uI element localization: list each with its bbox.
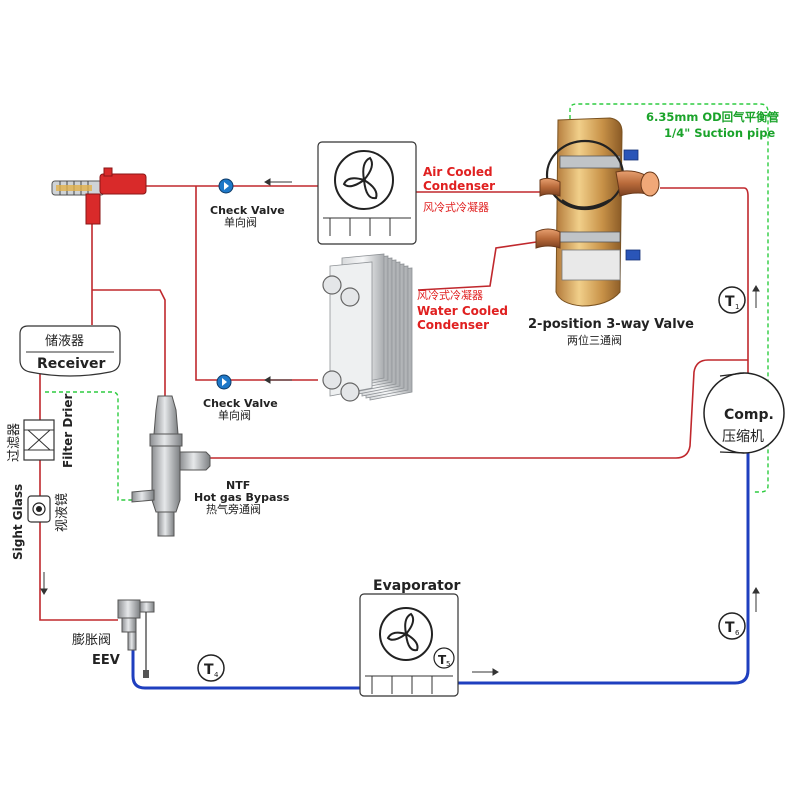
suction-lines bbox=[131, 450, 750, 690]
eev-valve bbox=[117, 599, 155, 678]
check-valve-bottom bbox=[216, 374, 232, 390]
suction-balance-pipe-left bbox=[45, 391, 135, 501]
pipe-discharge bbox=[660, 187, 749, 375]
pipe-ntf-bypass bbox=[208, 359, 748, 459]
temp-sensor-t5: T 5 bbox=[433, 647, 455, 669]
three-way-valve-label-cn: 两位三通阀 bbox=[567, 333, 622, 347]
arrow-down-left-head bbox=[40, 588, 48, 595]
suction-pipe-label-cn: 6.35mm OD回气平衡管 bbox=[646, 110, 780, 124]
check-valve-top bbox=[218, 178, 234, 194]
eev-label-en: EEV bbox=[92, 653, 120, 668]
pipe-valve-to-water-condenser bbox=[417, 239, 551, 291]
evaporator-fan-icon bbox=[379, 607, 433, 661]
evaporator-label: Evaporator bbox=[373, 578, 460, 594]
arrow-mid-head bbox=[264, 376, 271, 384]
receiver-label-cn: 储液器 bbox=[45, 334, 84, 349]
water-cooled-condenser bbox=[322, 253, 413, 402]
svg-text:T: T bbox=[204, 662, 214, 678]
arrow-up-right-low-head bbox=[752, 587, 760, 594]
suction-pipe-label-en: 1/4" Suction pipe bbox=[664, 126, 775, 140]
sight-glass-label-cn: 视液镜 bbox=[55, 493, 70, 532]
arrow-up-right-high-head bbox=[752, 285, 760, 292]
fan-icon bbox=[334, 150, 394, 210]
ntf-label-cn: 热气旁通阀 bbox=[206, 502, 261, 516]
water-condenser-ports bbox=[322, 275, 360, 402]
receiver bbox=[19, 325, 121, 377]
water-condenser-label-cn: 风冷式冷凝器 bbox=[417, 288, 483, 302]
pressure-header bbox=[51, 167, 147, 225]
three-way-valve-label-en: 2-position 3-way Valve bbox=[528, 317, 694, 332]
pipe-to-ntf bbox=[92, 289, 166, 396]
ntf-label-1: NTF bbox=[226, 479, 250, 492]
balance-lines bbox=[45, 103, 769, 501]
water-condenser-label-en-2: Condenser bbox=[417, 318, 489, 332]
svg-text:T: T bbox=[725, 294, 735, 310]
receiver-label-en: Receiver bbox=[37, 356, 105, 372]
svg-text:T: T bbox=[438, 653, 447, 667]
filter-label-cn: 过滤器 bbox=[7, 423, 22, 462]
temp-sensor-t4: T 4 bbox=[197, 654, 225, 682]
arrow-top-head bbox=[264, 178, 271, 186]
svg-text:4: 4 bbox=[214, 671, 219, 679]
compressor bbox=[703, 372, 785, 454]
air-condenser-fins bbox=[329, 218, 391, 236]
air-condenser-label-cn: 风冷式冷凝器 bbox=[423, 200, 489, 214]
pipe-receiver-to-eev bbox=[39, 370, 118, 621]
temp-sensor-t6: T 6 bbox=[718, 612, 746, 640]
valve-nameplate bbox=[561, 249, 621, 281]
pipe-evaporator-to-compressor bbox=[456, 450, 750, 685]
check-valve-top-label-en: Check Valve bbox=[210, 204, 285, 217]
arrow-evap-out-head bbox=[492, 668, 499, 676]
sight-glass bbox=[27, 495, 51, 523]
temp-sensor-t1: T 1 bbox=[718, 286, 746, 314]
air-cooled-condenser bbox=[317, 141, 417, 245]
svg-text:T: T bbox=[725, 620, 735, 636]
filter-drier bbox=[23, 419, 55, 461]
ntf-bypass-valve bbox=[131, 395, 211, 537]
check-valve-top-label-cn: 单向阀 bbox=[224, 215, 257, 229]
pipe-eev-to-evaporator bbox=[131, 650, 360, 690]
filter-label-en: Filter Drier bbox=[61, 393, 75, 468]
check-valve-bottom-label-en: Check Valve bbox=[203, 397, 278, 410]
ntf-label-2: Hot gas Bypass bbox=[194, 491, 290, 504]
svg-text:5: 5 bbox=[446, 660, 450, 668]
air-condenser-label-en-2: Condenser bbox=[423, 179, 495, 193]
air-condenser-label-en-1: Air Cooled bbox=[423, 165, 493, 179]
three-way-valve bbox=[535, 117, 660, 307]
liquid-lines bbox=[39, 185, 749, 621]
evaporator bbox=[359, 593, 459, 697]
compressor-label-en: Comp. bbox=[724, 407, 774, 423]
svg-text:1: 1 bbox=[735, 303, 739, 311]
check-valve-bottom-label-cn: 单向阀 bbox=[218, 408, 251, 422]
eev-label-cn: 膨胀阀 bbox=[72, 633, 111, 648]
svg-text:6: 6 bbox=[735, 629, 740, 637]
compressor-label-cn: 压缩机 bbox=[722, 429, 764, 445]
flow-arrows bbox=[40, 178, 760, 676]
sight-glass-label-en: Sight Glass bbox=[11, 484, 25, 560]
water-condenser-label-en-1: Water Cooled bbox=[417, 304, 508, 318]
